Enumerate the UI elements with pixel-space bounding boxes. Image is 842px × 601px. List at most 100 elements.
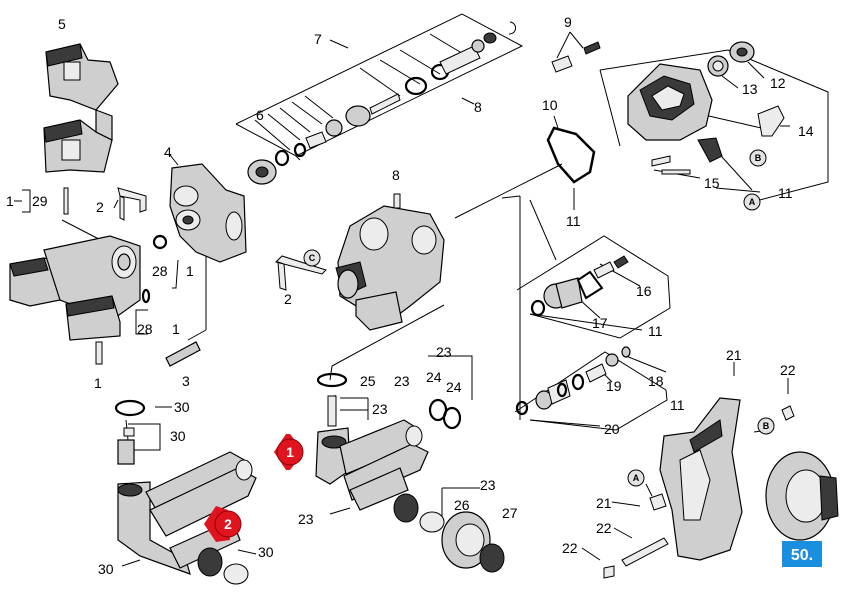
callout-14: 14 <box>798 123 814 139</box>
callout-6: 6 <box>256 107 264 123</box>
part-13-ring <box>707 55 729 77</box>
callout-23: 23 <box>436 344 452 360</box>
part-16-spring <box>593 255 629 279</box>
badge-2-label: 2 <box>224 516 232 532</box>
callout-2: 2 <box>96 199 104 215</box>
callout-24: 24 <box>446 379 462 395</box>
page-reference-link[interactable]: 50. <box>782 541 822 567</box>
part-21-bracket <box>659 397 743 561</box>
part-28-oring <box>152 234 168 250</box>
part-29-pin <box>63 187 69 215</box>
callout-11: 11 <box>648 323 663 339</box>
callout-11: 11 <box>566 213 581 229</box>
callout-22: 22 <box>596 520 612 536</box>
callout-7: 7 <box>314 31 322 47</box>
callout-5: 5 <box>58 16 66 32</box>
callout-10: 10 <box>542 97 558 113</box>
marker-b-label: B <box>763 421 770 431</box>
callout-3: 3 <box>182 373 190 389</box>
part-22-rod <box>621 537 669 567</box>
part-2-clip-center <box>275 255 327 291</box>
callout-labels: 5 7 8 9 10 11 11 11 11 12 13 14 15 16 17… <box>6 14 814 577</box>
part-pump-manifold-left <box>114 399 257 585</box>
marker-b-bottom: B <box>757 417 775 435</box>
callout-21: 21 <box>596 495 612 511</box>
callout-30: 30 <box>170 428 186 444</box>
part-50-assembly <box>765 451 839 541</box>
callout-27: 27 <box>502 505 518 521</box>
part-6-valve <box>247 93 401 185</box>
callout-30: 30 <box>258 544 274 560</box>
part-15-valve <box>651 137 723 175</box>
callout-17: 17 <box>592 315 608 331</box>
part-5-brackets <box>43 43 119 173</box>
callout-18: 18 <box>648 373 664 389</box>
badge-1-label: 1 <box>286 444 294 460</box>
callout-23: 23 <box>394 373 410 389</box>
part-22-clip <box>603 565 615 579</box>
marker-b-label: B <box>755 153 762 163</box>
callout-8: 8 <box>392 167 400 183</box>
callout-23: 23 <box>480 477 496 493</box>
callout-16: 16 <box>636 283 652 299</box>
part-8-manifold <box>335 193 445 331</box>
part-20-valve <box>515 346 631 416</box>
part-22-small <box>781 405 795 421</box>
callout-20: 20 <box>604 421 620 437</box>
parts <box>9 21 839 585</box>
callout-30: 30 <box>174 399 190 415</box>
callout-21: 21 <box>726 347 742 363</box>
marker-a-bottom: A <box>627 469 645 487</box>
marker-c: C <box>303 249 321 267</box>
callout-11: 11 <box>670 397 685 413</box>
part-pump-manifold-center <box>315 372 462 533</box>
page-reference-label[interactable]: 50. <box>791 547 813 564</box>
callout-1: 1 <box>94 375 102 391</box>
callout-2: 2 <box>284 291 292 307</box>
callout-29: 29 <box>32 193 48 209</box>
callout-25: 25 <box>360 373 376 389</box>
callout-24: 24 <box>426 369 442 385</box>
callout-9: 9 <box>564 14 572 30</box>
part-14-lever <box>757 105 785 137</box>
callout-19: 19 <box>606 378 622 394</box>
callout-26: 26 <box>454 497 470 513</box>
part-11-housing-upper <box>627 63 713 141</box>
part-3-screw <box>165 341 201 367</box>
callout-8: 8 <box>474 99 482 115</box>
callout-12: 12 <box>770 75 786 91</box>
badge-1: 1 <box>274 434 304 470</box>
callout-22: 22 <box>780 362 796 378</box>
callout-13: 13 <box>742 81 758 97</box>
callout-23: 23 <box>298 511 314 527</box>
callout-11: 11 <box>778 185 793 201</box>
marker-a-top: A <box>743 193 761 211</box>
callout-28: 28 <box>152 263 168 279</box>
callout-30: 30 <box>98 561 114 577</box>
callout-15: 15 <box>704 175 720 191</box>
leader-lines <box>14 13 829 567</box>
marker-c-label: C <box>309 253 316 263</box>
callout-1: 1 <box>186 263 194 279</box>
part-9-plug <box>551 41 601 73</box>
marker-a-label: A <box>633 473 640 483</box>
callout-1: 1 <box>172 321 180 337</box>
callout-28: 28 <box>137 321 153 337</box>
part-17-valve <box>530 270 604 317</box>
callout-4: 4 <box>164 144 172 160</box>
part-12-cap <box>729 41 755 63</box>
part-21-nut <box>649 493 667 511</box>
part-7-valve <box>404 21 516 96</box>
marker-a-label: A <box>749 197 756 207</box>
part-1-housing-left <box>9 235 141 365</box>
part-10-loop <box>546 126 596 184</box>
callout-1: 1 <box>6 193 14 209</box>
callout-22: 22 <box>562 540 578 556</box>
badge-2: 2 <box>204 506 242 542</box>
part-4-pump-head <box>169 163 247 263</box>
part-28-oring-small <box>141 288 151 304</box>
marker-b-top: B <box>749 149 767 167</box>
part-2-clip-left <box>117 187 147 221</box>
callout-23: 23 <box>372 401 388 417</box>
